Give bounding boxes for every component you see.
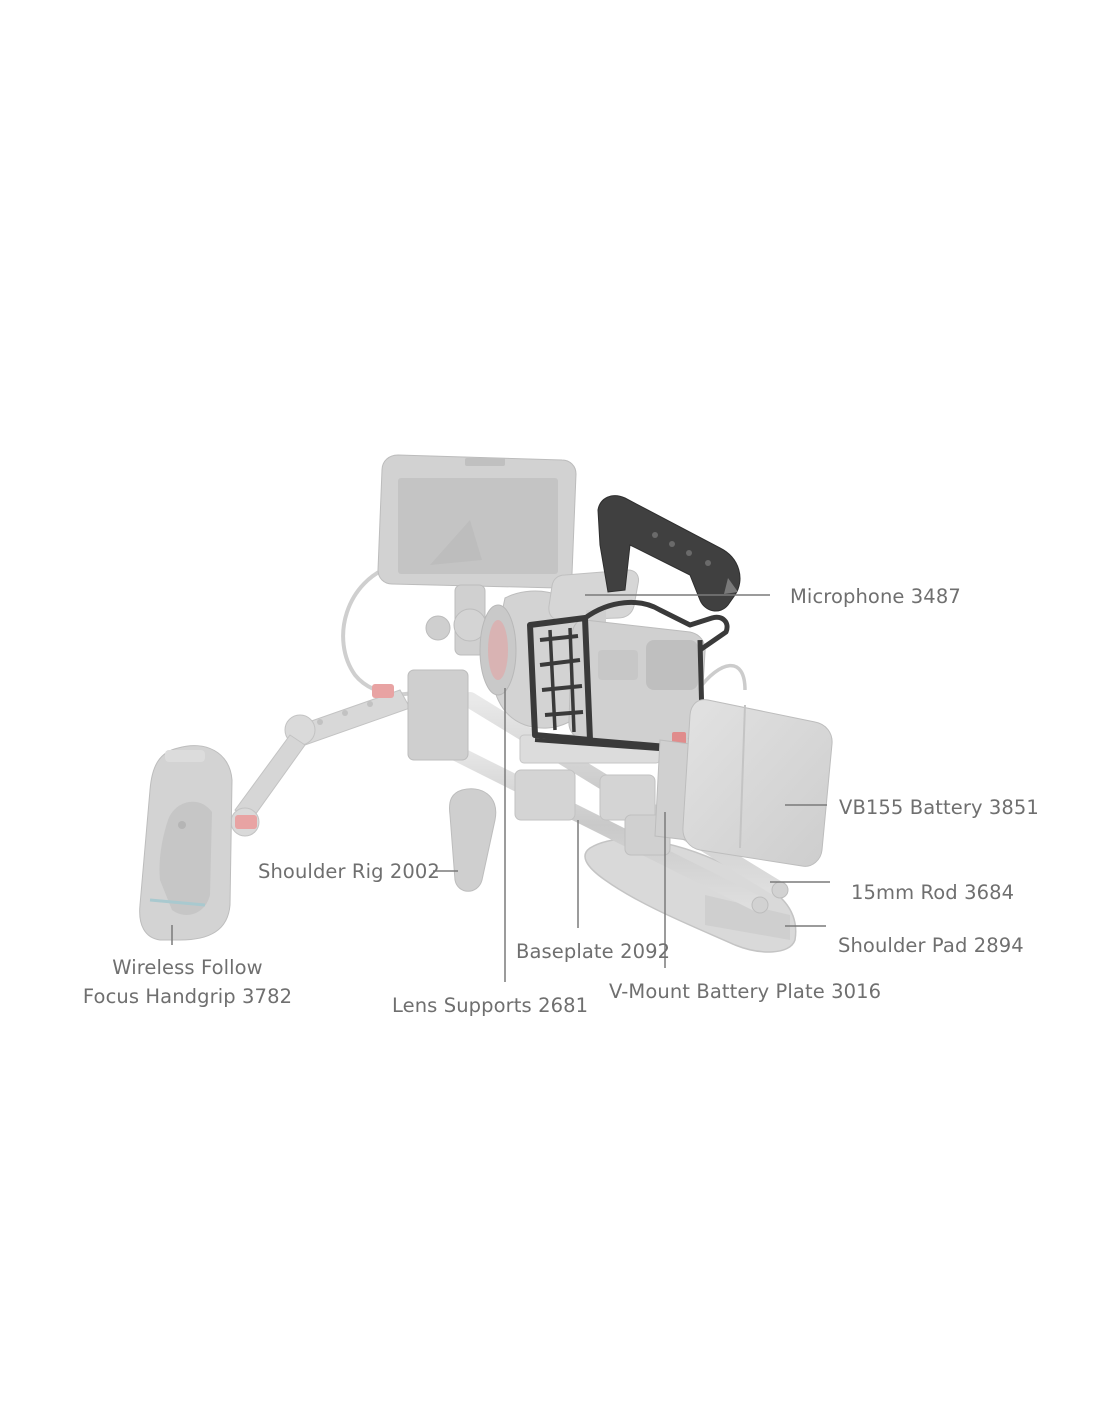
top-handle — [597, 495, 741, 612]
vb155-battery-shape — [682, 699, 833, 867]
callout-microphone: Microphone 3487 — [790, 585, 961, 608]
callout-shoulder-rig: Shoulder Rig 2002 — [258, 860, 440, 883]
shoulder-pad-shape — [584, 838, 797, 953]
callout-wireless-follow-line1: Wireless Follow — [112, 956, 263, 979]
lens — [479, 590, 591, 729]
callout-lens-supports: Lens Supports 2681 — [392, 994, 589, 1017]
leader-lines — [171, 594, 830, 982]
callout-vb155-battery: VB155 Battery 3851 — [839, 796, 1039, 819]
monitor-mount — [425, 584, 487, 656]
battery-cable — [696, 663, 747, 692]
callout-15mm-rod: 15mm Rod 3684 — [851, 881, 1015, 904]
callout-vmount-plate: V-Mount Battery Plate 3016 — [609, 980, 882, 1003]
rig-handgrip — [449, 788, 497, 892]
monitor — [377, 454, 577, 589]
baseplate-shape — [514, 734, 671, 856]
callout-shoulder-pad: Shoulder Pad 2894 — [838, 934, 1024, 957]
callout-wireless-follow-line2: Focus Handgrip 3782 — [82, 985, 293, 1008]
wireless-follow-focus-handgrip — [139, 745, 257, 941]
callout-wireless-follow-focus: Wireless Follow Focus Handgrip 3782 — [70, 953, 305, 1011]
red-accent — [672, 732, 686, 744]
shoulder-rig-arm — [230, 684, 411, 837]
camera-body — [568, 619, 706, 750]
callout-baseplate: Baseplate 2092 — [516, 940, 671, 963]
side-module — [407, 669, 469, 761]
